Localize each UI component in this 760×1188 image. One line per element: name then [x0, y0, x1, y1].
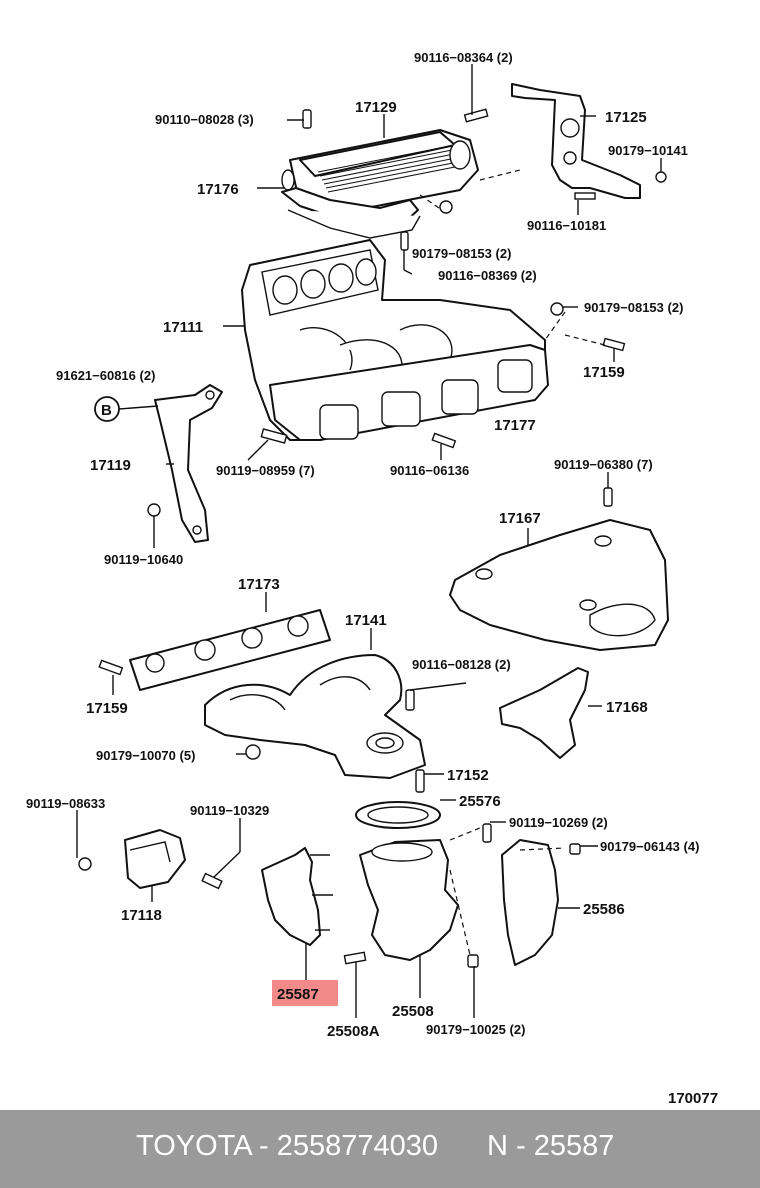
intake-plenum-17129	[281, 129, 479, 216]
bracket-17125	[511, 83, 641, 199]
marker-b: B	[94, 396, 159, 422]
label-90116-08364: 90116−08364 (2)	[414, 50, 513, 65]
label-90179-08153-b: 90179−08153 (2)	[584, 300, 683, 315]
heat-insulator-25586	[501, 839, 559, 966]
part-labels: 90116−08364 (2) 17129 17125 90110−08028 …	[26, 50, 718, 1107]
manifold-gasket-17177	[269, 344, 549, 441]
footer-diagram-ref: N - 25587	[487, 1130, 615, 1162]
label-90179-10070: 90179−10070 (5)	[96, 748, 195, 763]
label-90110-08028: 90110−08028 (3)	[155, 112, 254, 127]
label-17176: 17176	[197, 181, 239, 198]
label-90179-10025: 90179−10025 (2)	[426, 1022, 525, 1037]
leader-lines	[76, 64, 662, 1018]
label-90179-08153-a: 90179−08153 (2)	[412, 246, 511, 261]
heat-insulator-17168	[499, 667, 589, 759]
label-17167: 17167	[499, 510, 541, 527]
label-17119: 17119	[90, 457, 131, 474]
exhaust-manifold-17141	[204, 654, 426, 779]
label-90119-08959: 90119−08959 (7)	[216, 463, 315, 478]
label-25587: 25587	[277, 986, 319, 1003]
label-17141: 17141	[345, 612, 387, 629]
label-17118: 17118	[121, 907, 162, 924]
exhaust-pipe-25508	[359, 839, 459, 961]
label-25508A: 25508A	[327, 1023, 380, 1040]
assembly-lines	[419, 169, 606, 956]
footer-part-number: TOYOTA - 2558774030	[136, 1130, 439, 1162]
plenum-gasket-17176	[281, 187, 421, 239]
label-17173: 17173	[238, 576, 280, 593]
marker-b-letter: B	[101, 402, 112, 419]
heat-insulator-17167	[449, 519, 669, 651]
label-90116-10181: 90116−10181	[527, 218, 606, 233]
label-17129: 17129	[355, 99, 397, 116]
label-91621-60816: 91621−60816 (2)	[56, 368, 155, 383]
label-90119-06380: 90119−06380 (7)	[554, 457, 653, 472]
gasket-25576	[355, 801, 441, 829]
exhaust-insulator-25587	[261, 847, 333, 946]
label-17168: 17168	[606, 699, 648, 716]
footer-bar: TOYOTA - 2558774030 N - 25587	[0, 1110, 760, 1188]
bracket-17118	[124, 829, 186, 889]
label-90116-08128: 90116−08128 (2)	[412, 657, 511, 672]
exploded-parts-diagram: B	[26, 50, 718, 1107]
label-90179-06143: 90179−06143 (4)	[600, 839, 699, 854]
fasteners	[78, 108, 667, 968]
label-17111: 17111	[163, 319, 203, 336]
label-90119-10269: 90119−10269 (2)	[509, 815, 608, 830]
bracket-17119	[154, 384, 223, 543]
label-90119-10329: 90119−10329	[190, 803, 269, 818]
label-17125: 17125	[605, 109, 647, 126]
label-25576: 25576	[459, 793, 501, 810]
exhaust-gasket-17173	[129, 609, 331, 691]
label-17159-a: 17159	[583, 364, 625, 381]
figure-number: 170077	[668, 1090, 718, 1107]
label-25508: 25508	[392, 1003, 434, 1020]
label-17177: 17177	[494, 417, 536, 434]
label-90119-10640: 90119−10640	[104, 552, 183, 567]
highlight-box	[272, 980, 338, 1006]
label-25586: 25586	[583, 901, 625, 918]
label-90116-08369: 90116−08369 (2)	[438, 268, 537, 283]
label-90179-10141: 90179−10141	[608, 143, 688, 158]
label-17152: 17152	[447, 767, 489, 784]
label-90116-06136: 90116−06136	[390, 463, 469, 478]
label-17159-b: 17159	[86, 700, 128, 717]
label-90119-08633: 90119−08633	[26, 796, 105, 811]
